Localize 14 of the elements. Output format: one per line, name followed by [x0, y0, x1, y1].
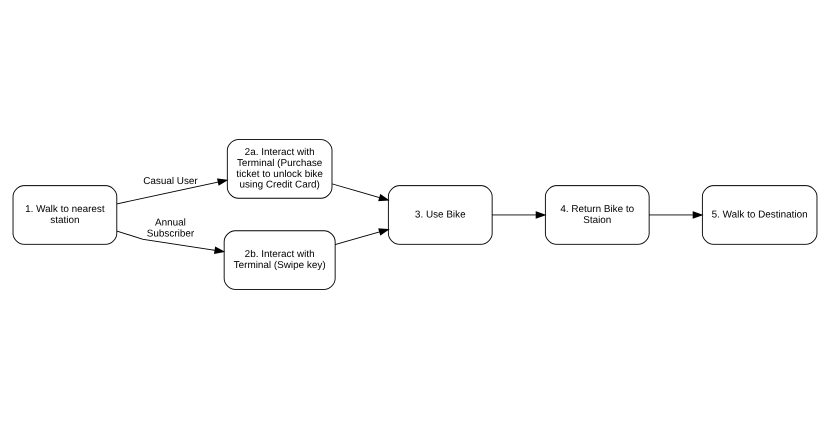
- arrow: [334, 228, 390, 244]
- edge-label: Annual Subscriber: [146, 217, 194, 239]
- arrow: [492, 210, 547, 218]
- node-box: 5. Walk to Destination: [702, 184, 818, 244]
- arrow: [116, 178, 228, 204]
- arrow: [332, 182, 390, 201]
- node-box: 2b. Interact with Terminal (Swipe key): [224, 230, 336, 290]
- node-box: 1. Walk to nearest station: [12, 184, 118, 244]
- edge-label: Casual User: [143, 176, 198, 187]
- node-box: 3. Use Bike: [388, 184, 493, 244]
- arrow: [648, 210, 704, 218]
- arrow: [116, 230, 226, 254]
- node-box: 2a. Interact with Terminal (Purchase ticket to unlock bike using Credit Card): [226, 138, 332, 198]
- node-box: 4. Return Bike to Staion: [544, 184, 650, 244]
